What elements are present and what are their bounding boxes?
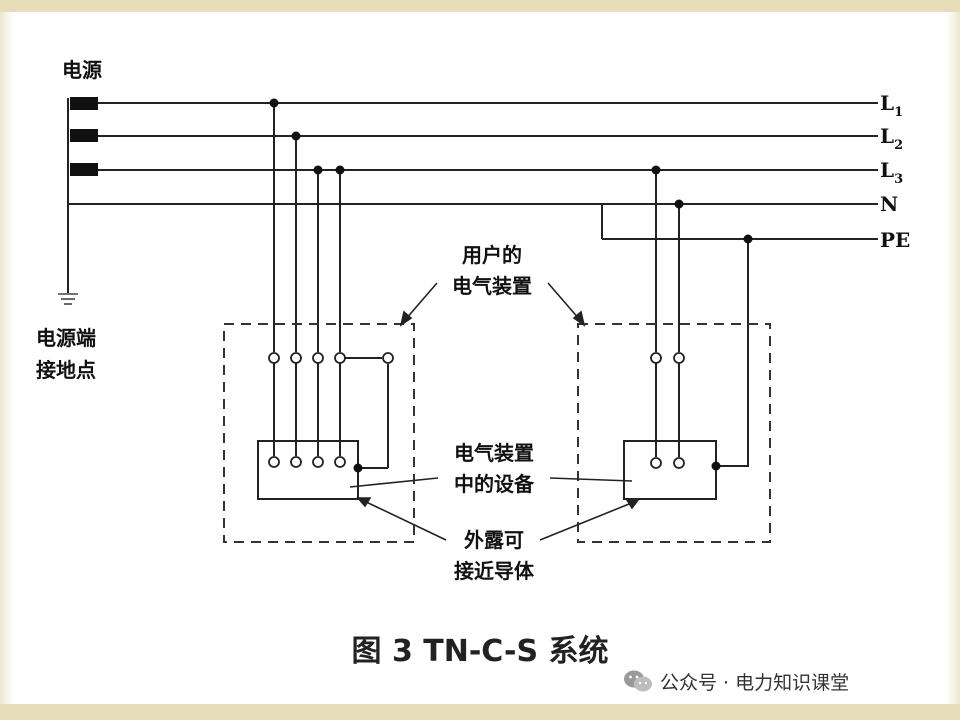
earth-icon <box>58 293 78 305</box>
line-label-n: N <box>880 192 898 216</box>
line-label-pe: PE <box>880 228 910 252</box>
wechat-icon <box>624 670 652 692</box>
exposed-part-label-2: 接近导体 <box>454 559 535 583</box>
ground-label-1: 电源端 <box>36 326 96 350</box>
equipment-label-2: 中的设备 <box>454 472 535 496</box>
right-pe-conductor <box>716 239 749 467</box>
left-installation-boundary <box>223 323 415 543</box>
bottom-decor-band <box>0 704 960 720</box>
svg-text:L3: L3 <box>880 158 903 187</box>
terminals <box>268 352 685 469</box>
line-label-l3: L <box>880 158 894 182</box>
exposed-part-label-1: 外露可 <box>464 528 524 552</box>
top-decor-band <box>0 0 960 12</box>
line-label-l2: L <box>880 124 894 148</box>
right-decor-shadow <box>946 12 960 704</box>
user-installation-label-1: 用户的 <box>462 243 522 267</box>
left-decor-shadow <box>0 12 14 704</box>
figure-caption: 图 3 TN-C-S 系统 <box>351 634 609 669</box>
watermark-text: 公众号 · 电力知识课堂 <box>660 671 850 694</box>
svg-text:L1: L1 <box>880 91 903 120</box>
line-label-l1: L <box>880 91 894 115</box>
svg-text:L2: L2 <box>880 124 903 153</box>
power-source-icon <box>70 97 98 176</box>
user-installation-label-2: 电气装置 <box>452 274 532 298</box>
ground-label-2: 接地点 <box>36 358 96 382</box>
source-label: 电源 <box>62 58 102 82</box>
right-equipment-box <box>623 440 717 500</box>
watermark: 公众号 · 电力知识课堂 <box>622 665 849 697</box>
equipment-label-1: 电气装置 <box>454 441 534 465</box>
junction-dots <box>269 98 753 473</box>
